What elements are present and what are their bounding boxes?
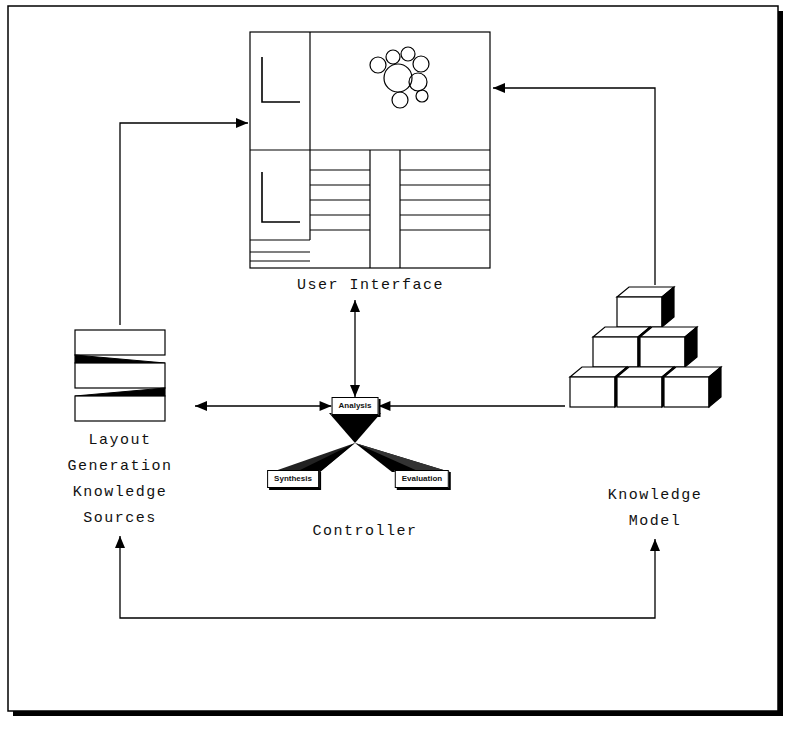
controller-shape xyxy=(272,413,450,472)
arrowhead xyxy=(350,300,360,312)
node-label: Analysis xyxy=(339,401,372,411)
interface-node: User Interface xyxy=(248,30,493,300)
process-box: Evaluation xyxy=(395,470,449,488)
knowledge-sources-node: Layout Generation Knowledge Sources xyxy=(45,325,195,536)
connector-arrow xyxy=(378,401,565,411)
arrowhead xyxy=(650,539,660,551)
frame xyxy=(8,6,778,711)
connector-arrow xyxy=(115,536,660,618)
arrowhead xyxy=(350,385,360,397)
process-box: Synthesis xyxy=(267,470,319,488)
knowledge-model-node: Knowledge Model xyxy=(565,285,745,539)
connector-line xyxy=(378,405,565,406)
arrowhead xyxy=(320,401,332,411)
stack-icon xyxy=(75,330,165,421)
node-label: Knowledge Model xyxy=(608,483,703,535)
connector-line xyxy=(120,536,655,618)
connector-arrow xyxy=(195,401,332,411)
node-label: Controller xyxy=(255,522,475,542)
arrowhead xyxy=(115,536,125,548)
controller-node: Controller AnalysisSynthesis Evaluation xyxy=(255,390,475,546)
arrowhead xyxy=(378,401,390,411)
screen-icon xyxy=(250,32,490,268)
node-label: Synthesis xyxy=(274,474,312,484)
cube-pyramid-icon xyxy=(570,287,721,407)
connector-line xyxy=(120,123,248,325)
connector-arrow xyxy=(120,118,248,325)
connector-line xyxy=(493,88,655,285)
connector-line xyxy=(195,405,332,406)
process-box: Analysis xyxy=(332,397,379,415)
arrowhead xyxy=(236,118,248,128)
node-label: User Interface xyxy=(248,276,493,296)
node-label: Evaluation xyxy=(402,474,442,484)
connector-line xyxy=(354,300,355,397)
node-label: Layout Generation Knowledge Sources xyxy=(67,428,172,532)
connector-arrow xyxy=(350,300,360,397)
arrowhead xyxy=(195,401,207,411)
arrowhead xyxy=(493,83,505,93)
connector-arrow xyxy=(493,83,655,285)
